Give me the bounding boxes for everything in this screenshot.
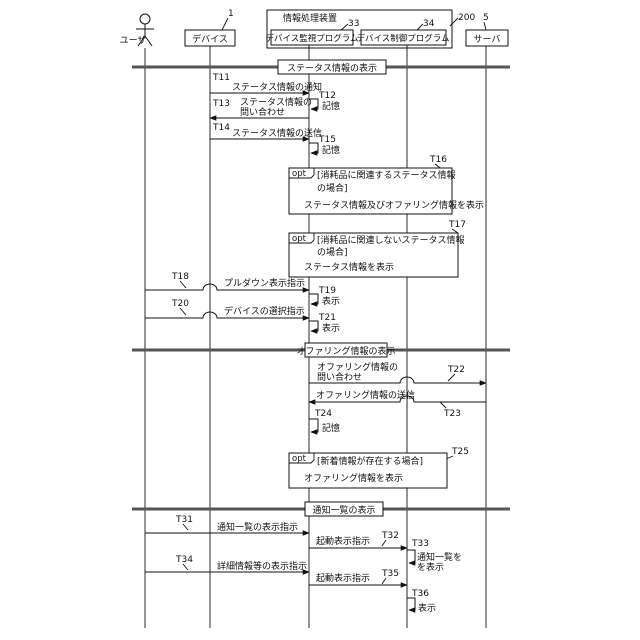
section-status-label: ステータス情報の表示 — [287, 62, 377, 74]
tag-t22: T22 — [447, 365, 465, 375]
message-t20-label: デバイスの選択指示 — [224, 305, 305, 317]
actor-device-label: デバイス — [192, 33, 228, 45]
opt-frame-t17-cond-line2: の場合] — [317, 246, 348, 258]
actor-device-monitor-label: デバイス監視プログラム — [266, 33, 359, 44]
self-action-t12-label: 記憶 — [322, 100, 340, 112]
message-t13-label-line2: 問い合わせ — [240, 106, 285, 118]
self-action-t21-arrow — [309, 321, 318, 331]
self-action-t21-label: 表示 — [322, 322, 340, 334]
opt-frame-t17-keyword: opt — [292, 234, 307, 244]
tag-t33: T33 — [411, 539, 429, 549]
self-action-t19-label: 表示 — [322, 295, 340, 307]
tag-t15: T15 — [318, 135, 336, 145]
self-action-t36-label: 表示 — [418, 602, 436, 614]
tag-t16: T16 — [429, 155, 447, 165]
tag-t14: T14 — [212, 123, 230, 133]
tag-t35: T35 — [381, 569, 399, 579]
section-notification-label: 通知一覧の表示 — [312, 504, 375, 516]
message-t22-label-line1: オファリング情報の — [317, 361, 398, 373]
message-t35-label: 起動表示指示 — [316, 572, 370, 584]
opt-frame-t17-body: ステータス情報を表示 — [304, 261, 394, 273]
opt-frame-t16-keyword: opt — [292, 169, 307, 179]
message-t18-label: プルダウン表示指示 — [224, 277, 305, 289]
tag-t18: T18 — [171, 272, 189, 282]
message-t22-label-line2: 問い合わせ — [317, 371, 362, 383]
opt-frame-t16-body: ステータス情報及びオファリング情報を表示 — [304, 199, 484, 211]
opt-frame-t25-cond-line1: [新着情報が存在する場合] — [317, 455, 423, 467]
opt-frame-t16-cond-line1: [消耗品に関連するステータス情報 — [317, 169, 456, 181]
tag-t13: T13 — [212, 99, 230, 109]
opt-frame-t25-keyword: opt — [292, 454, 307, 464]
opt-frame-t17-cond-line1: [消耗品に関連しないステータス情報 — [317, 234, 465, 246]
actor-server-label: サーバ — [474, 34, 501, 45]
self-action-t36-arrow — [407, 598, 415, 610]
message-t31-label: 通知一覧の表示指示 — [217, 521, 298, 533]
self-action-t33-label-line1: 通知一覧を — [417, 551, 462, 563]
tag-t20: T20 — [171, 299, 189, 309]
tag-t31: T31 — [175, 515, 193, 525]
message-t32-label: 起動表示指示 — [316, 535, 370, 547]
message-t11-label: ステータス情報の通知 — [232, 81, 322, 93]
self-action-t15-arrow — [309, 143, 318, 153]
self-action-t24-arrow — [309, 419, 318, 432]
tag-t21: T21 — [318, 313, 336, 323]
opt-frame-t16-cond-line2: の場合] — [317, 182, 348, 194]
message-t23-label: オファリング情報の送信 — [316, 389, 415, 401]
tag-t17: T17 — [448, 220, 466, 230]
actor-device-control-label: デバイス制御プログラム — [357, 33, 450, 44]
tag-t11: T11 — [212, 73, 230, 83]
self-action-t33-label-line2: を表示 — [417, 561, 444, 573]
message-t34-label: 詳細情報等の表示指示 — [217, 560, 307, 572]
ref-device-monitor: 33 — [348, 19, 359, 29]
self-action-t15-label: 記憶 — [322, 144, 340, 156]
actor-user-label: ユーザ — [120, 35, 147, 46]
tag-t25: T25 — [451, 447, 469, 457]
tag-t34: T34 — [175, 555, 193, 565]
ref-device: 1 — [228, 9, 234, 19]
self-action-t19-arrow — [309, 294, 318, 304]
message-t14-label: ステータス情報の送信 — [232, 127, 322, 139]
tag-t23: T23 — [443, 409, 461, 419]
tag-t12: T12 — [318, 91, 336, 101]
tag-t32: T32 — [381, 531, 399, 541]
tag-t19: T19 — [318, 286, 336, 296]
self-action-t33-arrow — [407, 550, 415, 563]
opt-frame-t25-body: オファリング情報を表示 — [304, 472, 403, 484]
ref-device-control: 34 — [423, 19, 435, 29]
tag-t24: T24 — [314, 409, 332, 419]
info-processor-label: 情報処理装置 — [283, 12, 337, 24]
self-action-t24-label: 記憶 — [322, 422, 340, 434]
message-t13-label-line1: ステータス情報の — [240, 96, 312, 108]
ref-info-processor: 200 — [458, 13, 475, 23]
ref-server: 5 — [483, 13, 489, 23]
section-offering-label: オファリング情報の表示 — [296, 345, 395, 357]
